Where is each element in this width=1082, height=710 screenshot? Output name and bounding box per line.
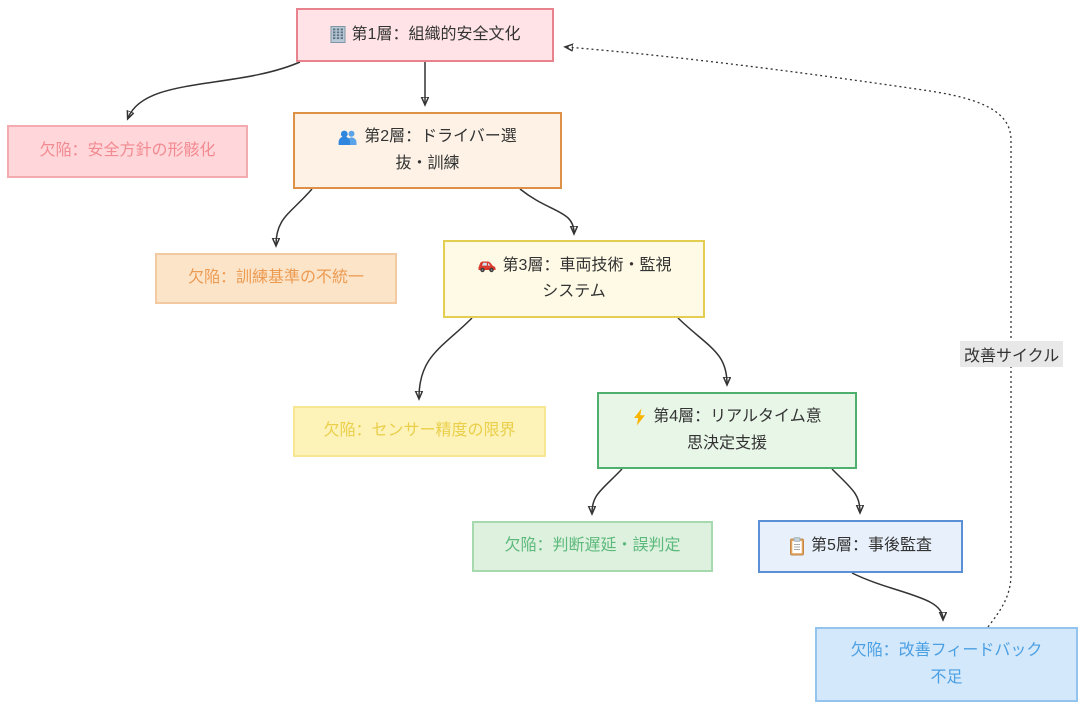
node-defect5-label-line2: 不足 [930, 668, 963, 686]
node-layer1: 第1層：組織的安全文化 [296, 8, 554, 62]
node-defect5-label-line1: 欠陥：改善フィードバック [850, 642, 1043, 660]
car-icon [477, 258, 497, 273]
node-layer2-label-line1: 第2層：ドライバー選 [364, 128, 517, 146]
node-layer4-label-line2: 思決定支援 [686, 434, 767, 452]
edge-layer3-defect3 [419, 317, 473, 398]
node-layer4: 第4層：リアルタイム意 思決定支援 [597, 392, 857, 469]
node-layer3: 第3層：車両技術・監視 システム [443, 240, 705, 318]
edge-layer2-defect2 [276, 188, 313, 245]
node-defect2: 欠陥：訓練基準の不統一 [155, 253, 397, 304]
edge-layer2-layer3 [519, 188, 574, 233]
edge-layer1-defect1 [128, 61, 301, 118]
node-defect5: 欠陥：改善フィードバック 不足 [815, 627, 1078, 702]
node-defect1: 欠陥：安全方針の形骸化 [7, 125, 248, 178]
edge-layer4-defect4 [592, 468, 623, 513]
lightning-icon [632, 408, 647, 426]
node-defect1-label: 欠陥：安全方針の形骸化 [39, 142, 216, 160]
node-layer3-label-line1: 第3層：車両技術・監視 [502, 256, 672, 274]
node-defect3: 欠陥：センサー精度の限界 [293, 406, 546, 457]
node-defect4: 欠陥：判断遅延・誤判定 [472, 521, 713, 572]
people-icon [338, 129, 358, 146]
edge-layer5-defect5 [851, 572, 943, 619]
edge-improvement-cycle [566, 47, 1012, 628]
node-layer5-label: 第5層：事後監査 [811, 537, 932, 555]
edge-layer4-layer5 [831, 468, 860, 512]
node-layer1-label: 第1層：組織的安全文化 [351, 25, 521, 43]
node-layer3-label-line2: システム [542, 283, 606, 300]
edge-layer3-layer4 [677, 317, 727, 384]
node-defect3-label: 欠陥：センサー精度の限界 [323, 422, 516, 440]
building-icon [330, 26, 346, 44]
node-defect2-label: 欠陥：訓練基準の不統一 [187, 269, 364, 287]
edge-label-improvement-cycle: 改善サイクル [960, 341, 1064, 367]
node-layer2-label-line2: 抜・訓練 [395, 154, 460, 172]
node-layer5: 第5層：事後監査 [758, 520, 963, 573]
clipboard-icon [789, 537, 805, 556]
node-layer4-label-line1: 第4層：リアルタイム意 [653, 408, 822, 426]
node-layer2: 第2層：ドライバー選 抜・訓練 [293, 112, 562, 189]
node-defect4-label: 欠陥：判断遅延・誤判定 [504, 537, 681, 555]
